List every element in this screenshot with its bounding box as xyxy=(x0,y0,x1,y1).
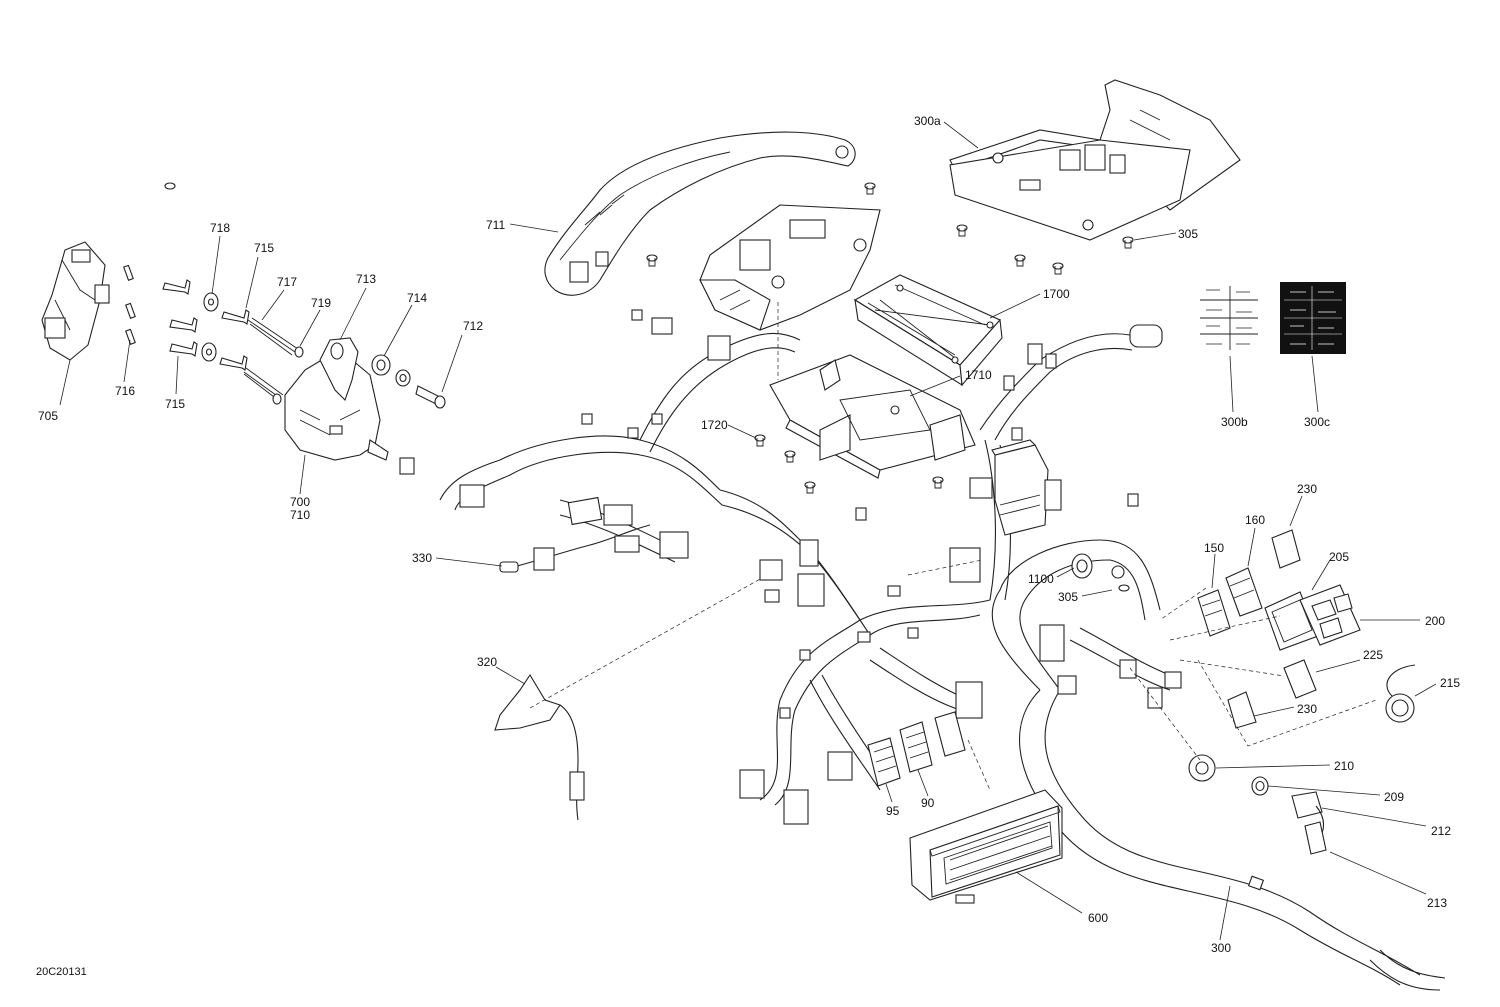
washers-716 xyxy=(123,264,136,345)
part-215-socket xyxy=(1385,664,1416,723)
bolts-715 xyxy=(162,279,250,371)
part-320-wire xyxy=(494,673,585,821)
callout-1720: 1720 xyxy=(701,418,728,432)
washers-719 xyxy=(272,346,304,405)
figure-id: 20C20131 xyxy=(36,966,87,978)
part-300a-bracket xyxy=(949,79,1241,241)
callout-719: 719 xyxy=(311,296,332,310)
callout-600: 600 xyxy=(1088,911,1109,925)
callout-215: 215 xyxy=(1440,676,1461,690)
bolt-712 xyxy=(415,385,446,409)
part-150-switch xyxy=(1197,589,1231,637)
part-1710-bracket xyxy=(769,354,976,479)
harness-clips xyxy=(581,353,1265,891)
part-1100-socket xyxy=(1071,553,1093,579)
callout-205: 205 xyxy=(1329,550,1350,564)
callout-705: 705 xyxy=(38,409,59,423)
callout-714: 714 xyxy=(407,291,428,305)
callout-710: 710 xyxy=(290,508,311,522)
part-209-nut xyxy=(1251,776,1269,796)
screws-305 xyxy=(164,182,1134,592)
callout-715: 715 xyxy=(254,241,275,255)
callout-300c: 300c xyxy=(1304,415,1331,429)
callout-711: 711 xyxy=(486,218,506,232)
callout-213: 213 xyxy=(1427,896,1448,910)
label-300b xyxy=(1196,282,1262,354)
part-relay-box xyxy=(969,439,1062,536)
callout-320: 320 xyxy=(477,655,498,669)
callout-300a: 300a xyxy=(914,114,941,128)
callout-160: 160 xyxy=(1245,513,1266,527)
callout-715-lower: 715 xyxy=(165,397,186,411)
callout-95: 95 xyxy=(886,804,900,818)
callout-712: 712 xyxy=(463,319,484,333)
callout-212: 212 xyxy=(1431,824,1452,838)
screws-1720 xyxy=(754,434,944,494)
callout-717: 717 xyxy=(277,275,298,289)
part-200-switch-panel xyxy=(1299,584,1361,646)
washer-713 xyxy=(330,342,344,360)
callout-1710: 1710 xyxy=(965,368,992,382)
callout-90: 90 xyxy=(921,796,935,810)
part-213-connector xyxy=(1304,821,1327,855)
part-230-cap xyxy=(1227,529,1301,729)
part-160-switch xyxy=(1225,567,1263,617)
part-330-sensor xyxy=(499,496,689,573)
callout-300: 300 xyxy=(1211,941,1232,955)
leader-lines xyxy=(59,121,1437,941)
callout-305: 305 xyxy=(1178,227,1199,241)
screws-717 xyxy=(243,317,299,401)
label-300c xyxy=(1280,282,1346,354)
callout-300b: 300b xyxy=(1221,415,1248,429)
switches-95-90 xyxy=(867,711,966,787)
callout-210: 210 xyxy=(1334,759,1355,773)
part-central-module-bracket xyxy=(699,204,881,331)
part-600-module xyxy=(909,789,1063,904)
part-210-gauge xyxy=(1188,754,1216,782)
dashed-relation-lines xyxy=(529,302,1377,791)
callout-1700: 1700 xyxy=(1043,287,1070,301)
callout-230-upper: 230 xyxy=(1297,482,1318,496)
callout-716: 716 xyxy=(115,384,136,398)
callout-700: 700 xyxy=(290,495,311,509)
callout-1100: 1100 xyxy=(1028,572,1054,586)
callout-230-lower: 230 xyxy=(1297,702,1318,716)
callout-713: 713 xyxy=(356,272,377,286)
callout-718: 718 xyxy=(210,221,231,235)
harness-connectors xyxy=(399,309,1182,825)
callout-305-lower: 305 xyxy=(1058,590,1079,604)
part-705-bracket xyxy=(41,241,110,361)
part-1700-module xyxy=(853,274,1003,387)
callout-150: 150 xyxy=(1204,541,1225,555)
callout-330: 330 xyxy=(412,551,433,565)
part-711-rail xyxy=(544,131,856,296)
callout-225: 225 xyxy=(1363,648,1384,662)
spacers-714 xyxy=(371,354,411,387)
washers-718 xyxy=(201,292,219,362)
callout-200: 200 xyxy=(1425,614,1446,628)
part-225-switch xyxy=(1283,659,1317,699)
callout-209: 209 xyxy=(1384,790,1405,804)
